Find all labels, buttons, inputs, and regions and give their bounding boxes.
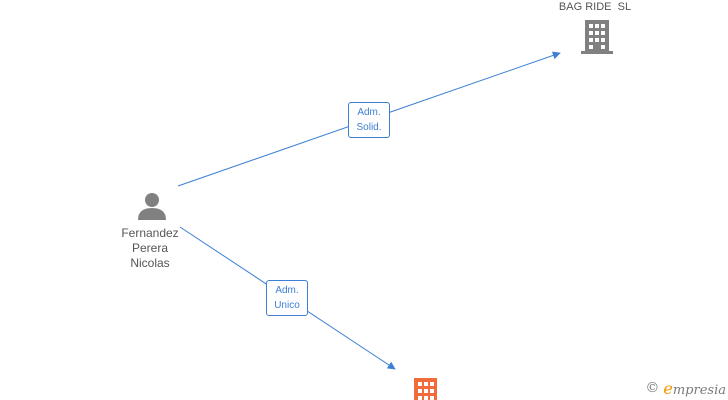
edge-label-line: Solid. <box>356 122 382 133</box>
person-name-label: Fernandez Perera Nicolas <box>110 226 190 271</box>
edge-label-solid[interactable]: Adm. Solid. <box>348 102 390 138</box>
brand-wordmark: empresia <box>663 378 726 398</box>
person-name-line: Nicolas <box>130 256 170 270</box>
brand-logo: © empresia <box>645 378 726 398</box>
building-icon[interactable] <box>581 20 613 54</box>
edge-label-unico[interactable]: Adm. Unico <box>266 280 308 316</box>
copyright-icon: © <box>645 380 660 396</box>
company-name-label: BAG RIDE SL <box>558 1 632 13</box>
person-name-line: Fernandez <box>121 226 179 240</box>
edge-label-line: Adm. <box>357 107 381 118</box>
person-name-line: Perera <box>131 241 169 255</box>
person-icon[interactable] <box>138 193 166 220</box>
edge-label-line: Adm. <box>275 285 299 296</box>
edge-label-line: Unico <box>274 300 300 311</box>
building-icon-highlighted[interactable] <box>414 378 437 400</box>
